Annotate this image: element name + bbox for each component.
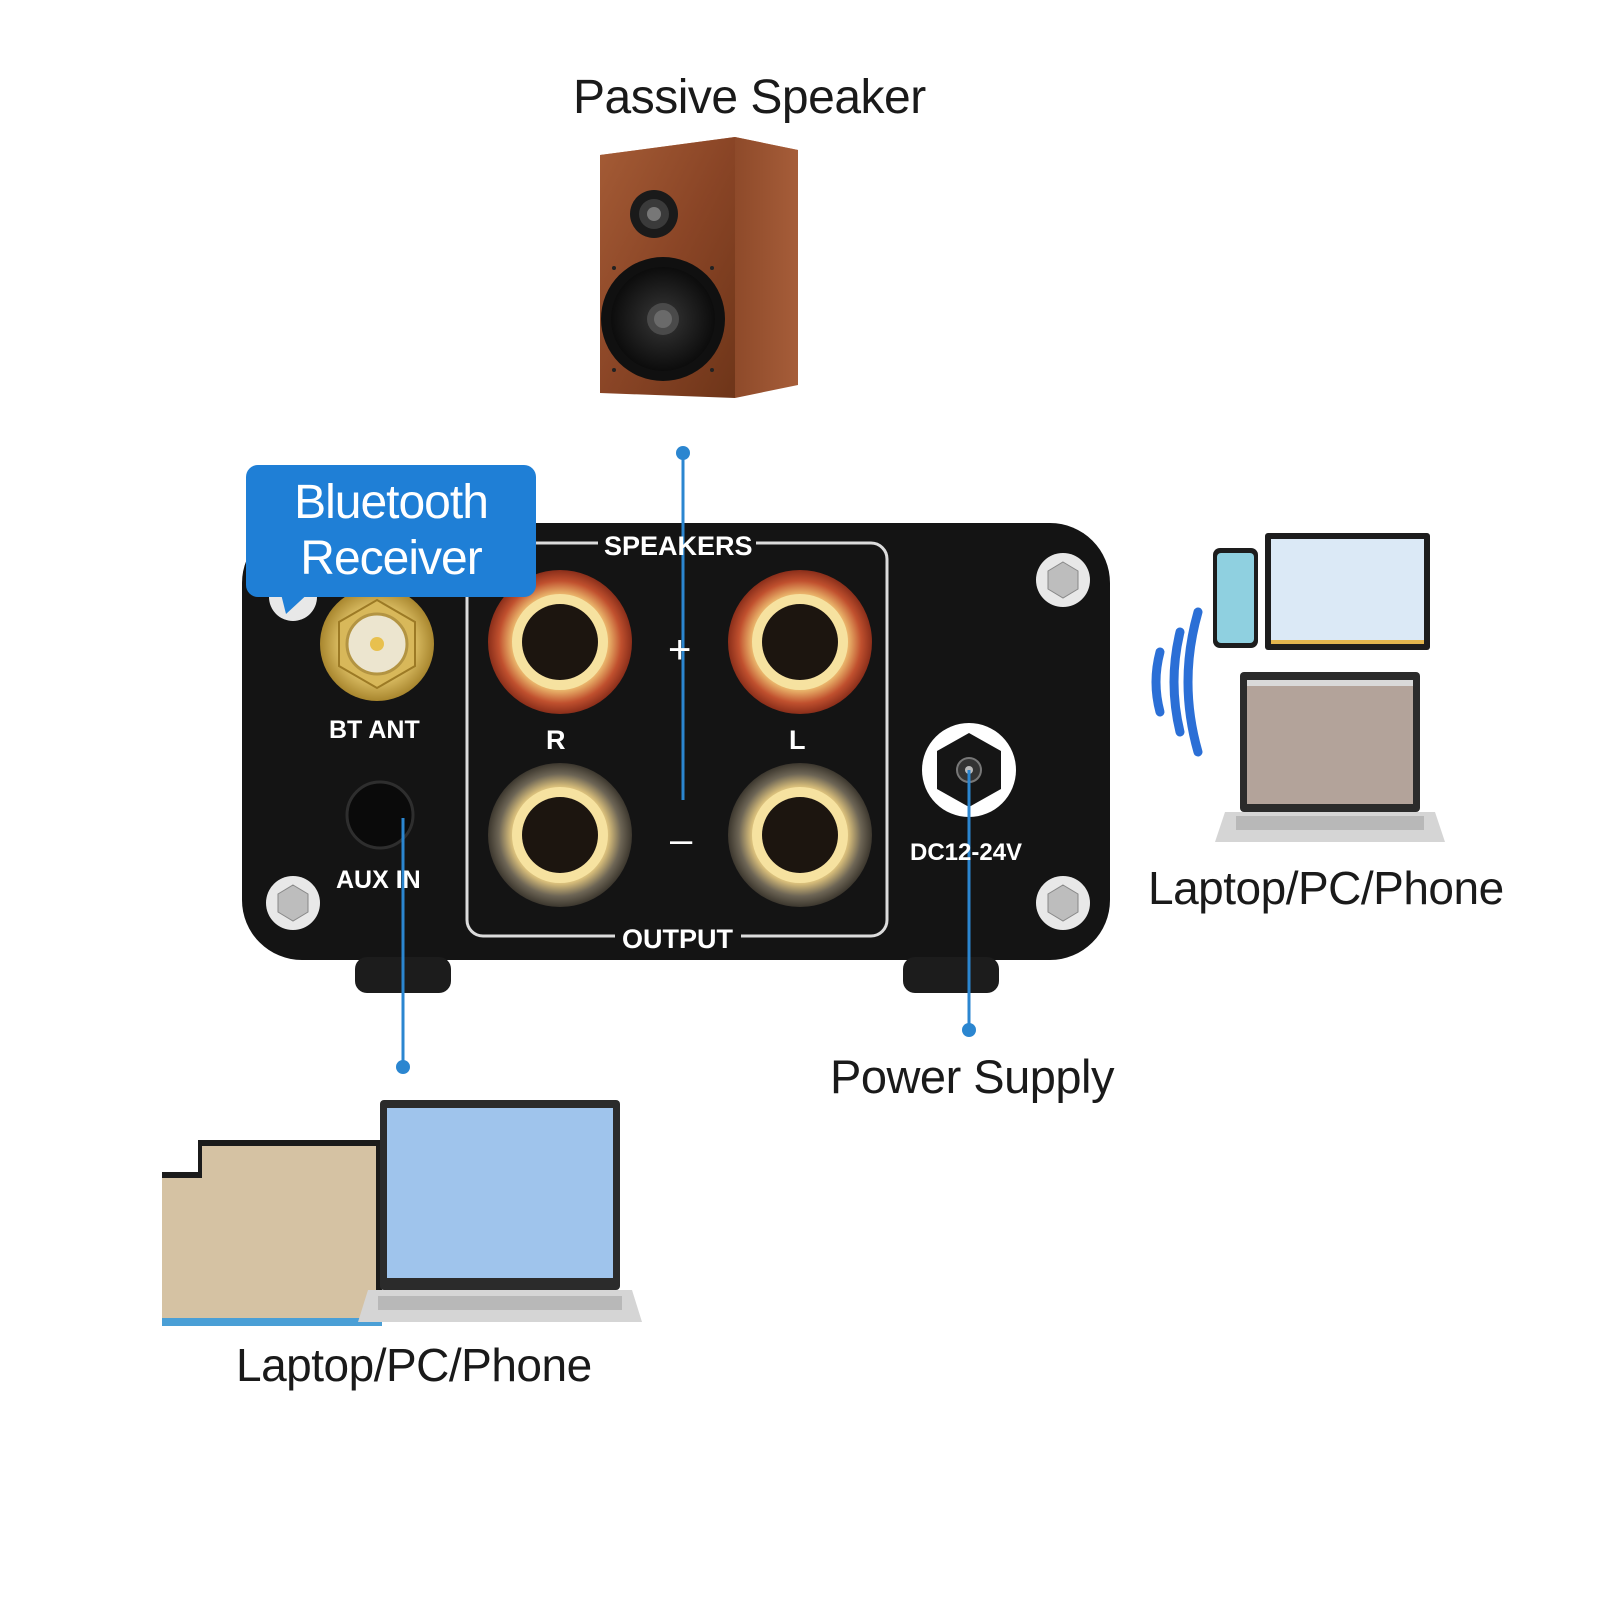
dc-voltage-label: DC12-24V: [910, 839, 1023, 866]
bluetooth-receiver-label-line1: Bluetooth: [294, 476, 489, 529]
connector-speaker: [676, 446, 690, 800]
screw-icon: [1036, 553, 1090, 607]
output-label: OUTPUT: [622, 924, 733, 954]
negative-symbol: –: [670, 818, 693, 862]
terminal-positive-right: [488, 570, 632, 714]
laptop-pc-phone-right-label: Laptop/PC/Phone: [1148, 862, 1504, 914]
bluetooth-receiver-callout: Bluetooth Receiver: [246, 465, 536, 597]
tablet-icon: [1265, 533, 1430, 650]
right-channel-label: R: [546, 725, 566, 755]
phone-icon: [1213, 548, 1258, 648]
positive-symbol: +: [668, 628, 692, 672]
laptop-pc-phone-left-label: Laptop/PC/Phone: [236, 1339, 592, 1391]
bt-ant-label: BT ANT: [329, 716, 420, 744]
left-channel-label: L: [789, 725, 806, 755]
connector-power: [962, 770, 976, 1037]
laptop-icon: [358, 1100, 642, 1322]
aux-in-jack: [345, 780, 415, 850]
terminal-positive-left: [728, 570, 872, 714]
laptop-icon: [1215, 672, 1445, 842]
bluetooth-antenna-icon: [320, 587, 434, 701]
connector-aux-in: [396, 818, 410, 1074]
terminal-negative-left: [728, 763, 872, 907]
aux-in-label: AUX IN: [336, 866, 421, 894]
terminal-negative-right: [488, 763, 632, 907]
speakers-label: SPEAKERS: [604, 531, 753, 561]
power-supply-label: Power Supply: [830, 1050, 1115, 1103]
passive-speaker-label: Passive Speaker: [573, 71, 926, 124]
monitor-icon: [162, 1140, 382, 1326]
bluetooth-receiver-label-line2: Receiver: [300, 532, 482, 585]
speaker-icon: [600, 137, 798, 398]
screw-icon: [1036, 876, 1090, 930]
screw-icon: [266, 876, 320, 930]
callout-pointer: [280, 590, 312, 614]
wireless-signal-icon: [1151, 607, 1203, 757]
